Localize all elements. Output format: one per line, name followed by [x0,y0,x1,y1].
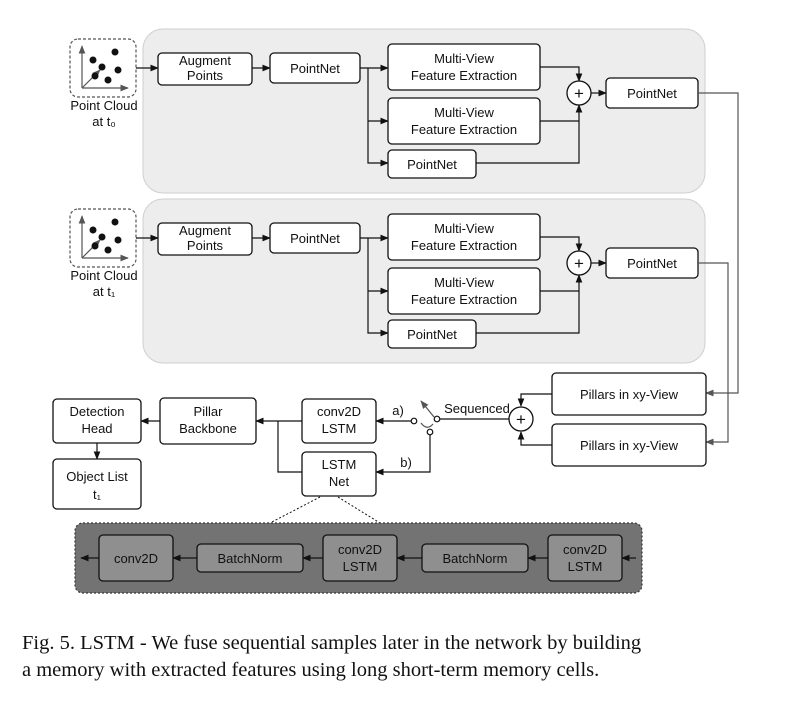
caption-line-1: Fig. 5. LSTM - We fuse sequential sample… [22,632,642,654]
figure-caption: Fig. 5. LSTM - We fuse sequential sample… [22,630,782,684]
conv2d-lstm-label-2: LSTM [322,421,357,436]
detail-block-5-label-1: conv2D [563,542,607,557]
pointnet-t0-out-label: PointNet [627,86,677,101]
pillar-backbone-label-1: Pillar [194,404,224,419]
augment-points-t1-label-2: Points [187,238,224,253]
panel-t1: Point Cloud at t₁ Augment Points PointNe… [69,198,706,364]
pointnet-t1-2 [387,319,477,349]
mv-t0-2-label-1: Multi-View [434,105,494,120]
switch-a-label: a) [392,403,404,418]
pillar-backbone-label-2: Backbone [179,421,237,436]
detail-block-5-label-2: LSTM [568,559,603,574]
connector-t0-to-pillars [698,92,739,397]
point-cloud-t1-icon [69,208,137,268]
detection-head-label-2: Head [81,421,112,436]
mv-t1-1-label-1: Multi-View [434,221,494,236]
point-cloud-t0-label-2: at t₀ [92,114,115,129]
sum-node-t1-symbol: + [574,254,584,273]
lstm-net-label-2: Net [329,474,350,489]
zoom-line-right [337,496,381,524]
point-cloud-t1-label-2: at t₁ [93,284,116,299]
lstm-architecture-diagram: Point Cloud at t₀ Augment Points PointNe… [52,28,739,594]
sum-node-t0-symbol: + [574,84,584,103]
augment-points-t1-label-1: Augment [179,223,231,238]
switch-contact-b [426,428,434,436]
detail-block-4-label: BatchNorm [442,551,507,566]
lstm-net-detail: conv2D LSTM BatchNorm conv2D LSTM BatchN… [74,522,643,594]
point-cloud-t1-label-1: Point Cloud [70,268,137,283]
mv-t0-2-label-2: Feature Extraction [411,122,517,137]
augment-points-t0 [157,52,253,86]
object-list-label-2: t₁ [93,487,102,502]
lstm-net-label-1: LSTM [322,457,357,472]
sequenced-label: Sequenced [444,401,510,416]
switch-input-contact [433,415,441,423]
point-cloud-t0-label-1: Point Cloud [70,98,137,113]
mv-t0-1-label-1: Multi-View [434,51,494,66]
switch-b-label: b) [400,455,412,470]
mv-t1-1-label-2: Feature Extraction [411,238,517,253]
detection-head-label-1: Detection [70,404,125,419]
switch-contact-a [410,417,418,425]
pillars-xy-view-1-label: Pillars in xy-View [580,387,679,402]
mv-t1-2-label-2: Feature Extraction [411,292,517,307]
conv2d-lstm-label-1: conv2D [317,404,361,419]
switch-arc [420,422,434,428]
switch-lever [420,400,435,418]
pointnet-t1-1-label: PointNet [290,231,340,246]
pointnet-t1-2-label: PointNet [407,327,457,342]
pointnet-t0-2-label: PointNet [407,157,457,172]
pointnet-t0-2 [387,149,477,179]
augment-points-t0-label-1: Augment [179,53,231,68]
augment-points-t0-label-2: Points [187,68,224,83]
detail-block-2-label: BatchNorm [217,551,282,566]
panel-t0: Point Cloud at t₀ Augment Points PointNe… [69,28,706,194]
zoom-line-left [269,496,321,524]
point-cloud-t0-icon [69,38,137,98]
object-list-block [52,458,142,510]
pointnet-t0-1-label: PointNet [290,61,340,76]
caption-line-2: a memory with extracted features using l… [22,659,600,681]
detail-block-1-label: conv2D [114,551,158,566]
pillars-xy-view-2-label: Pillars in xy-View [580,438,679,453]
detail-block-3-label-2: LSTM [343,559,378,574]
detail-block-3-label-1: conv2D [338,542,382,557]
mv-t0-1-label-2: Feature Extraction [411,68,517,83]
object-list-label-1: Object List [66,469,128,484]
mv-t1-2-label-1: Multi-View [434,275,494,290]
lstm-net-block [301,451,377,497]
pointnet-t1-out-label: PointNet [627,256,677,271]
sum-node-merge-symbol: + [516,410,526,429]
connector-t1-to-pillars [698,262,729,446]
augment-points-t1 [157,222,253,256]
